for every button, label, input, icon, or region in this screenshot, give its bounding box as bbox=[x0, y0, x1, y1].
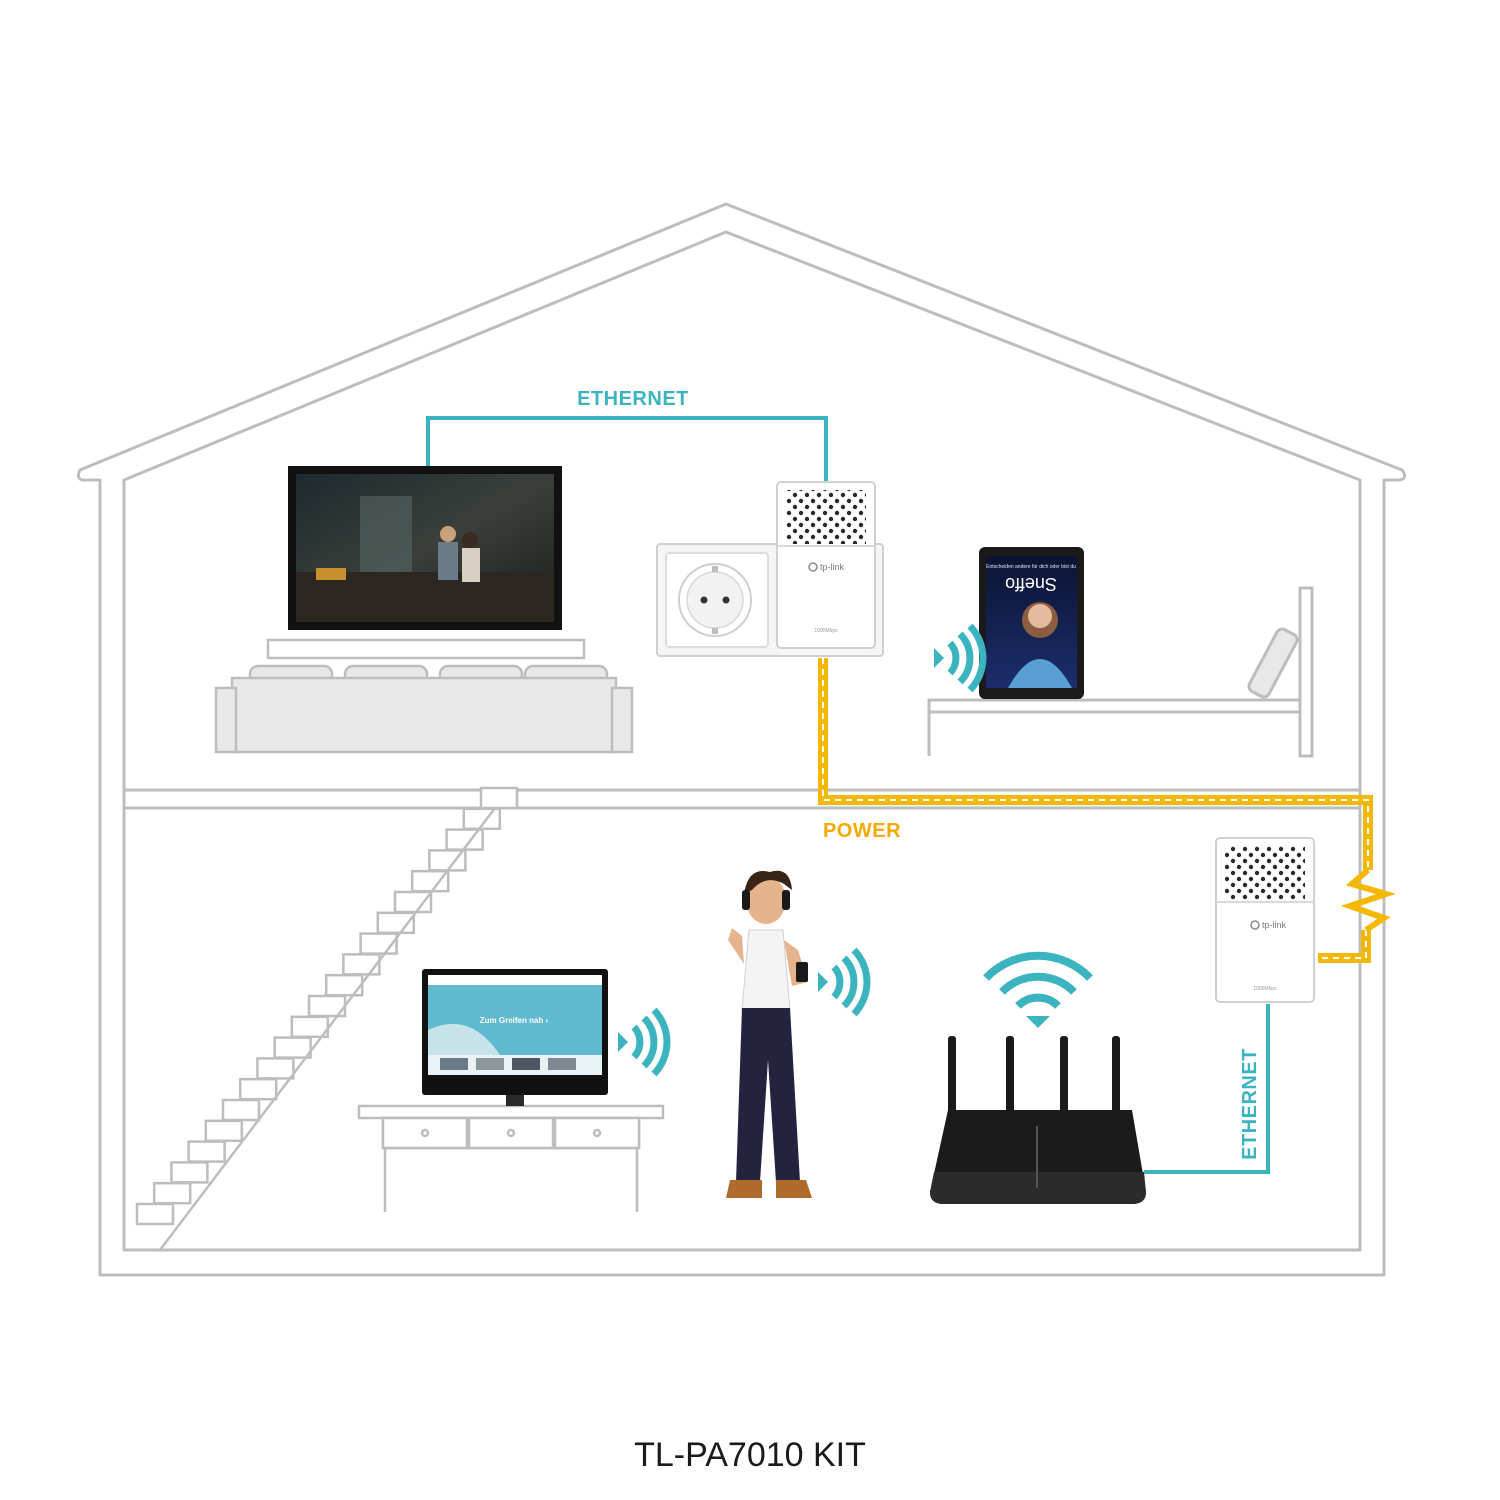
wifi-icon bbox=[983, 951, 1093, 1028]
stair-step bbox=[342, 953, 381, 976]
tablet-icon: Entscheiden andere für dich oder bist du… bbox=[979, 547, 1084, 699]
adapter-brand-top: tp-link bbox=[820, 562, 845, 572]
tablet-line: Entscheiden andere für dich oder bist du bbox=[986, 564, 1076, 570]
ethernet-label-top: ETHERNET bbox=[577, 388, 689, 410]
tv-icon bbox=[288, 466, 562, 630]
power-line bbox=[818, 658, 1397, 963]
stair-step bbox=[393, 890, 433, 914]
power-label: POWER bbox=[823, 820, 901, 842]
powerline-adapter-icon: tp-link 1000Mbps bbox=[776, 481, 876, 649]
powerline-adapter-icon: tp-link 1000Mbps bbox=[1215, 837, 1315, 1003]
adapter-speed-top: 1000Mbps bbox=[814, 628, 838, 634]
stair-step bbox=[238, 1077, 278, 1101]
house-outline bbox=[76, 202, 1407, 1277]
person-icon bbox=[726, 870, 812, 1198]
tablet-title: Sneffo bbox=[1005, 574, 1057, 594]
adapter-brand-bottom: tp-link bbox=[1262, 920, 1287, 930]
stair-step bbox=[273, 1036, 312, 1059]
stair-step bbox=[204, 1119, 244, 1143]
product-caption: TL-PA7010 KIT bbox=[634, 1436, 866, 1474]
adapter-speed-bottom: 1000Mbps bbox=[1253, 986, 1277, 992]
stair-step bbox=[187, 1140, 226, 1163]
staircase bbox=[135, 786, 519, 1226]
ethernet-label-bottom: ETHERNET bbox=[1239, 1048, 1261, 1160]
ethernet-cable-bottom bbox=[1144, 1004, 1270, 1174]
sofa bbox=[214, 638, 634, 754]
ethernet-cable-top bbox=[426, 416, 828, 482]
router-icon bbox=[930, 1036, 1146, 1204]
wifi-icon bbox=[618, 1007, 671, 1077]
tv-stand bbox=[357, 1104, 665, 1212]
stair-step bbox=[410, 869, 450, 893]
monitor-icon: Zum Greifen nah › bbox=[422, 969, 608, 1106]
stair-step bbox=[221, 1098, 261, 1122]
wifi-icon bbox=[934, 623, 987, 693]
wifi-icon bbox=[818, 947, 871, 1017]
stair-step bbox=[152, 1181, 192, 1205]
stair-step bbox=[256, 1057, 295, 1080]
bed bbox=[927, 586, 1314, 758]
stair-rail bbox=[159, 807, 496, 1251]
stair-step bbox=[135, 1202, 175, 1226]
monitor-banner: Zum Greifen nah › bbox=[480, 1016, 549, 1025]
stair-step bbox=[479, 786, 519, 810]
stair-step bbox=[170, 1161, 209, 1184]
